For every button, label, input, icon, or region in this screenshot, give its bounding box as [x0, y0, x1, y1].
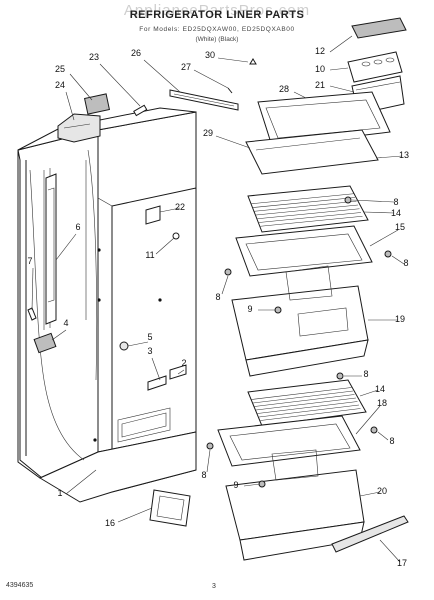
callout-leader [69, 73, 93, 101]
callout-number: 4 [63, 318, 68, 328]
callout-leader [143, 59, 181, 93]
glass-shelf-lower [247, 379, 367, 427]
callout-leader [359, 389, 379, 397]
callout-leader [177, 369, 185, 375]
page-number: 3 [212, 583, 216, 590]
liner-plug [33, 332, 57, 354]
watermark-text: AppliancePartsPros.com [123, 2, 311, 19]
callout-leader [151, 357, 161, 381]
callout-number: 8 [201, 470, 206, 480]
callout-number: 8 [403, 258, 408, 268]
callout-number: 8 [389, 436, 394, 446]
callout-leader [351, 199, 395, 203]
finish-list: (White) (Black) [195, 36, 239, 43]
callout-number: 6 [75, 222, 80, 232]
callout-number: 19 [395, 314, 405, 324]
callout-leader [329, 67, 349, 71]
callout-number: 8 [393, 197, 398, 207]
callout-number: 23 [89, 52, 99, 62]
callout-number: 27 [181, 62, 191, 72]
callout-number: 9 [247, 304, 252, 314]
callout-leader [329, 35, 353, 53]
hole-plug [249, 58, 257, 65]
callout-leader [117, 507, 153, 523]
callout-leader [65, 91, 75, 121]
callout-leader [293, 91, 307, 99]
glass-shelf-upper [247, 185, 369, 233]
air-duct [27, 173, 57, 325]
callout-leader [99, 63, 141, 107]
callout-number: 14 [391, 208, 401, 218]
callout-leader [31, 267, 34, 311]
callout-leader [215, 135, 251, 149]
callout-number: 9 [233, 480, 238, 490]
callout-number: 12 [315, 46, 325, 56]
callout-leader [377, 431, 389, 441]
callout-number: 21 [315, 80, 325, 90]
crisper-drawer-lower [225, 449, 365, 561]
callout-number: 26 [131, 48, 141, 58]
model-list: For Models: ED25DQXAW00, ED25DQXAB00 [139, 26, 295, 33]
callout-number: 3 [147, 346, 152, 356]
callout-leader [155, 237, 175, 255]
diagram-title: REFRIGERATOR LINER PARTS [129, 9, 305, 21]
callout-leader [55, 233, 77, 261]
trim-frame [149, 489, 191, 527]
callout-number: 14 [375, 384, 385, 394]
callout-number: 16 [105, 518, 115, 528]
callout-number: 28 [279, 84, 289, 94]
callout-number: 8 [215, 292, 220, 302]
crisper-cover-upper [235, 225, 373, 277]
callout-leader [369, 229, 399, 247]
callout-number: 13 [399, 150, 409, 160]
shelf-support [145, 205, 180, 240]
callout-number: 15 [395, 222, 405, 232]
callout-leader [379, 539, 401, 563]
light-socket [133, 104, 148, 117]
callout-leader [221, 275, 229, 295]
callout-number: 29 [203, 128, 213, 138]
side-brackets [147, 364, 187, 391]
crisper-cover-lower [217, 415, 361, 467]
top-bracket [169, 87, 239, 111]
callout-leader [217, 57, 249, 63]
callout-leader [65, 469, 97, 495]
callout-labels: 1234567888888991011121314141516171819202… [27, 35, 409, 568]
callout-number: 24 [55, 80, 65, 90]
callout-number: 2 [181, 358, 186, 368]
callout-leader [193, 69, 229, 89]
callout-leader [51, 329, 67, 341]
callout-number: 10 [315, 64, 325, 74]
callout-number: 17 [397, 558, 407, 568]
liner-cabinet [17, 107, 197, 503]
callout-leader [243, 483, 261, 487]
callout-number: 11 [145, 250, 154, 260]
callout-number: 20 [377, 486, 387, 496]
callout-number: 1 [57, 488, 62, 498]
callout-number: 5 [147, 332, 152, 342]
document-number: 4394635 [6, 582, 34, 589]
callout-leader [391, 255, 405, 265]
callout-number: 22 [175, 202, 185, 212]
button-plug [119, 341, 129, 351]
crisper-drawer-upper [231, 265, 369, 377]
trim-strip [331, 515, 409, 553]
callout-leader [329, 85, 355, 93]
callout-leader [363, 211, 395, 214]
callout-leader [206, 449, 211, 473]
callout-number: 7 [27, 256, 32, 266]
callout-leader [159, 207, 181, 213]
callout-number: 18 [377, 398, 387, 408]
clips-and-fasteners [206, 196, 392, 488]
callout-number: 8 [363, 369, 368, 379]
callout-leader [375, 155, 403, 159]
callout-number: 25 [55, 64, 65, 74]
callout-leader [127, 341, 149, 347]
top-shelf-assembly [245, 91, 391, 175]
callout-leader [355, 405, 381, 435]
callout-leader [359, 491, 381, 497]
callout-number: 30 [205, 50, 215, 60]
